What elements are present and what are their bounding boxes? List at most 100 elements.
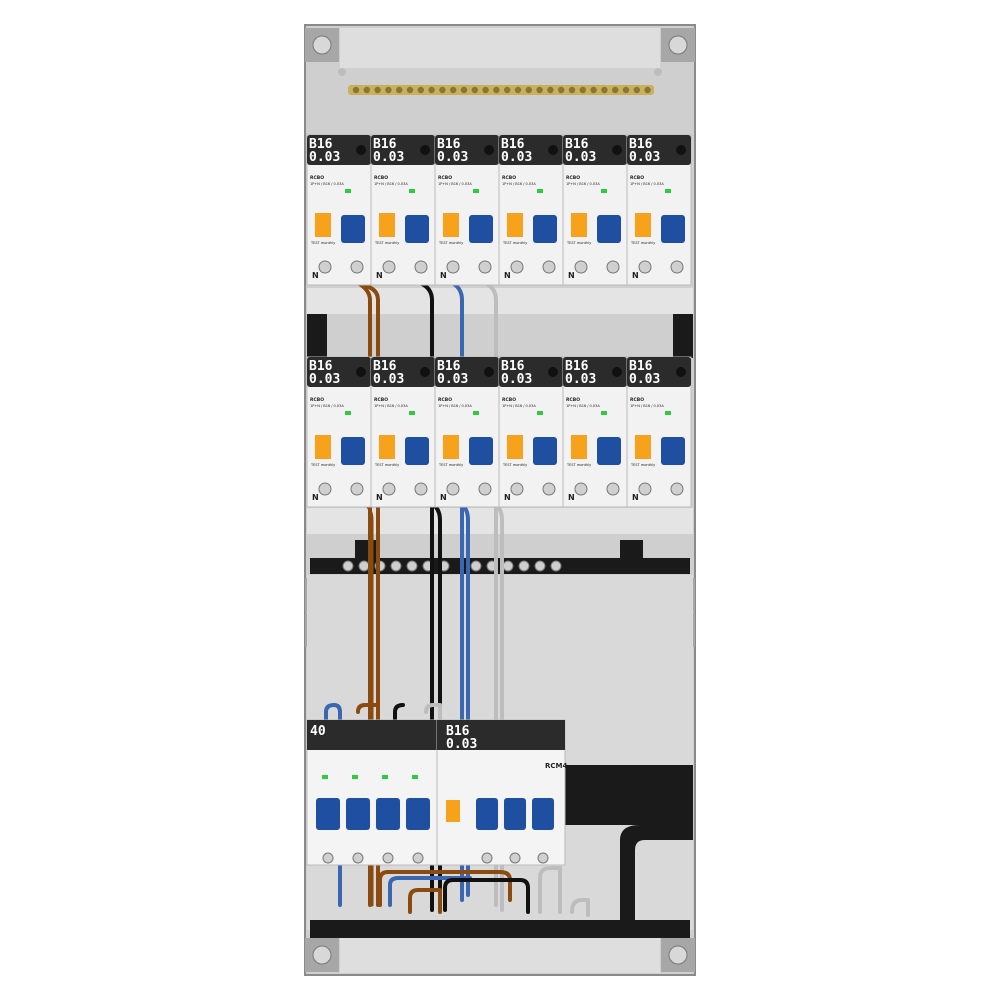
earth-terminal [460,86,468,94]
breaker-rating: B16 [565,137,589,152]
indicator-green [473,189,479,193]
breaker-sensitivity: 0.03 [501,372,532,387]
earth-terminal [568,86,576,94]
neutral-terminal [502,560,514,572]
terminal-screw [510,260,524,274]
breaker-model: RCBO [502,175,516,181]
terminal-screw [638,482,652,496]
head-screw [612,367,622,377]
head-screw [356,367,366,377]
terminal-screw [606,260,620,274]
top-cover-strip [340,28,660,68]
head-screw [612,145,622,155]
earth-terminal [439,86,446,94]
breaker-head [307,135,371,165]
breaker-sensitivity: 0.03 [565,372,596,387]
indicator-green [537,189,543,193]
terminal-screw [537,852,549,864]
earth-terminal [536,86,543,94]
earth-terminal [450,86,457,94]
breaker-model: RCBO [438,397,452,403]
terminal-screw [352,852,364,864]
toggle-blue [469,215,493,243]
terminal-screw [638,260,652,274]
terminal-screw [382,260,396,274]
terminal-screw [382,852,394,864]
toggle-blue [341,215,365,243]
breaker-spec: 1P+N / B16 / 0.03A [438,404,472,408]
terminal-screw [446,482,460,496]
toggle-orange [443,435,459,459]
toggle-orange [507,435,523,459]
breaker-spec: 1P+N / B16 / 0.03A [502,404,536,408]
neutral-label: N [504,271,511,280]
test-label: TEST monthly [310,463,335,467]
breaker-spec: 1P+N / B16 / 0.03A [438,182,472,186]
bottom-neutral-bar [310,920,690,938]
toggle-orange [635,213,651,237]
test-label: TEST monthly [438,241,463,245]
breaker-model: RCBO [566,397,580,403]
breaker-rating: B16 [629,359,653,374]
terminal-screw [318,482,332,496]
neutral-label: N [568,493,575,502]
terminal-screw [478,260,492,274]
earth-terminal [558,86,565,94]
breaker-model: RCBO [438,175,452,181]
terminal-screw [670,260,684,274]
test-label: TEST monthly [566,241,591,245]
indicator-green [345,411,351,415]
earth-terminal [406,86,414,94]
breaker-spec: 1P+N / B16 / 0.03A [310,182,344,186]
neutral-label: N [632,493,639,502]
rcm-toggle [504,798,526,830]
earth-terminal [352,86,360,94]
breaker-sensitivity: 0.03 [437,372,468,387]
screw-icon [668,35,688,55]
breaker-spec: 1P+N / B16 / 0.03A [374,404,408,408]
breaker-sensitivity: 0.03 [309,372,340,387]
toggle-orange [635,435,651,459]
indicator-green [409,189,415,193]
toggle-blue [597,215,621,243]
breaker-head [371,135,435,165]
neutral-label: N [440,493,447,502]
toggle-blue [405,215,429,243]
breaker-sensitivity: 0.03 [373,150,404,165]
head-screw [484,367,494,377]
breaker-rating: B16 [373,359,397,374]
earth-terminal [644,86,651,94]
wire-brown-loop-1 [356,703,380,714]
test-label: TEST monthly [374,463,399,467]
test-label: TEST monthly [502,463,527,467]
terminal-screw [542,482,556,496]
breaker-rating: B16 [501,137,525,152]
test-label: TEST monthly [310,241,335,245]
toggle-blue [533,215,557,243]
neutral-label: N [440,271,447,280]
earth-terminal [622,86,630,94]
earth-terminal [493,86,500,94]
indicator-green [665,189,671,193]
test-label: TEST monthly [438,463,463,467]
breaker-sensitivity: 0.03 [565,150,596,165]
earth-terminal [590,86,597,94]
breaker-head [563,357,627,387]
breaker-spec: 1P+N / B16 / 0.03A [566,182,600,186]
main-switch-toggle [346,798,370,830]
neutral-terminal [550,560,562,572]
breaker-model: RCBO [630,175,644,181]
neutral-label: N [568,271,575,280]
breaker-rating: B16 [437,137,461,152]
wire-grey-bottom-2 [570,898,590,917]
breaker-sensitivity: 0.03 [629,150,660,165]
breaker-spec: 1P+N / B16 / 0.03A [630,404,664,408]
indicator-green [352,775,358,779]
toggle-blue [661,215,685,243]
